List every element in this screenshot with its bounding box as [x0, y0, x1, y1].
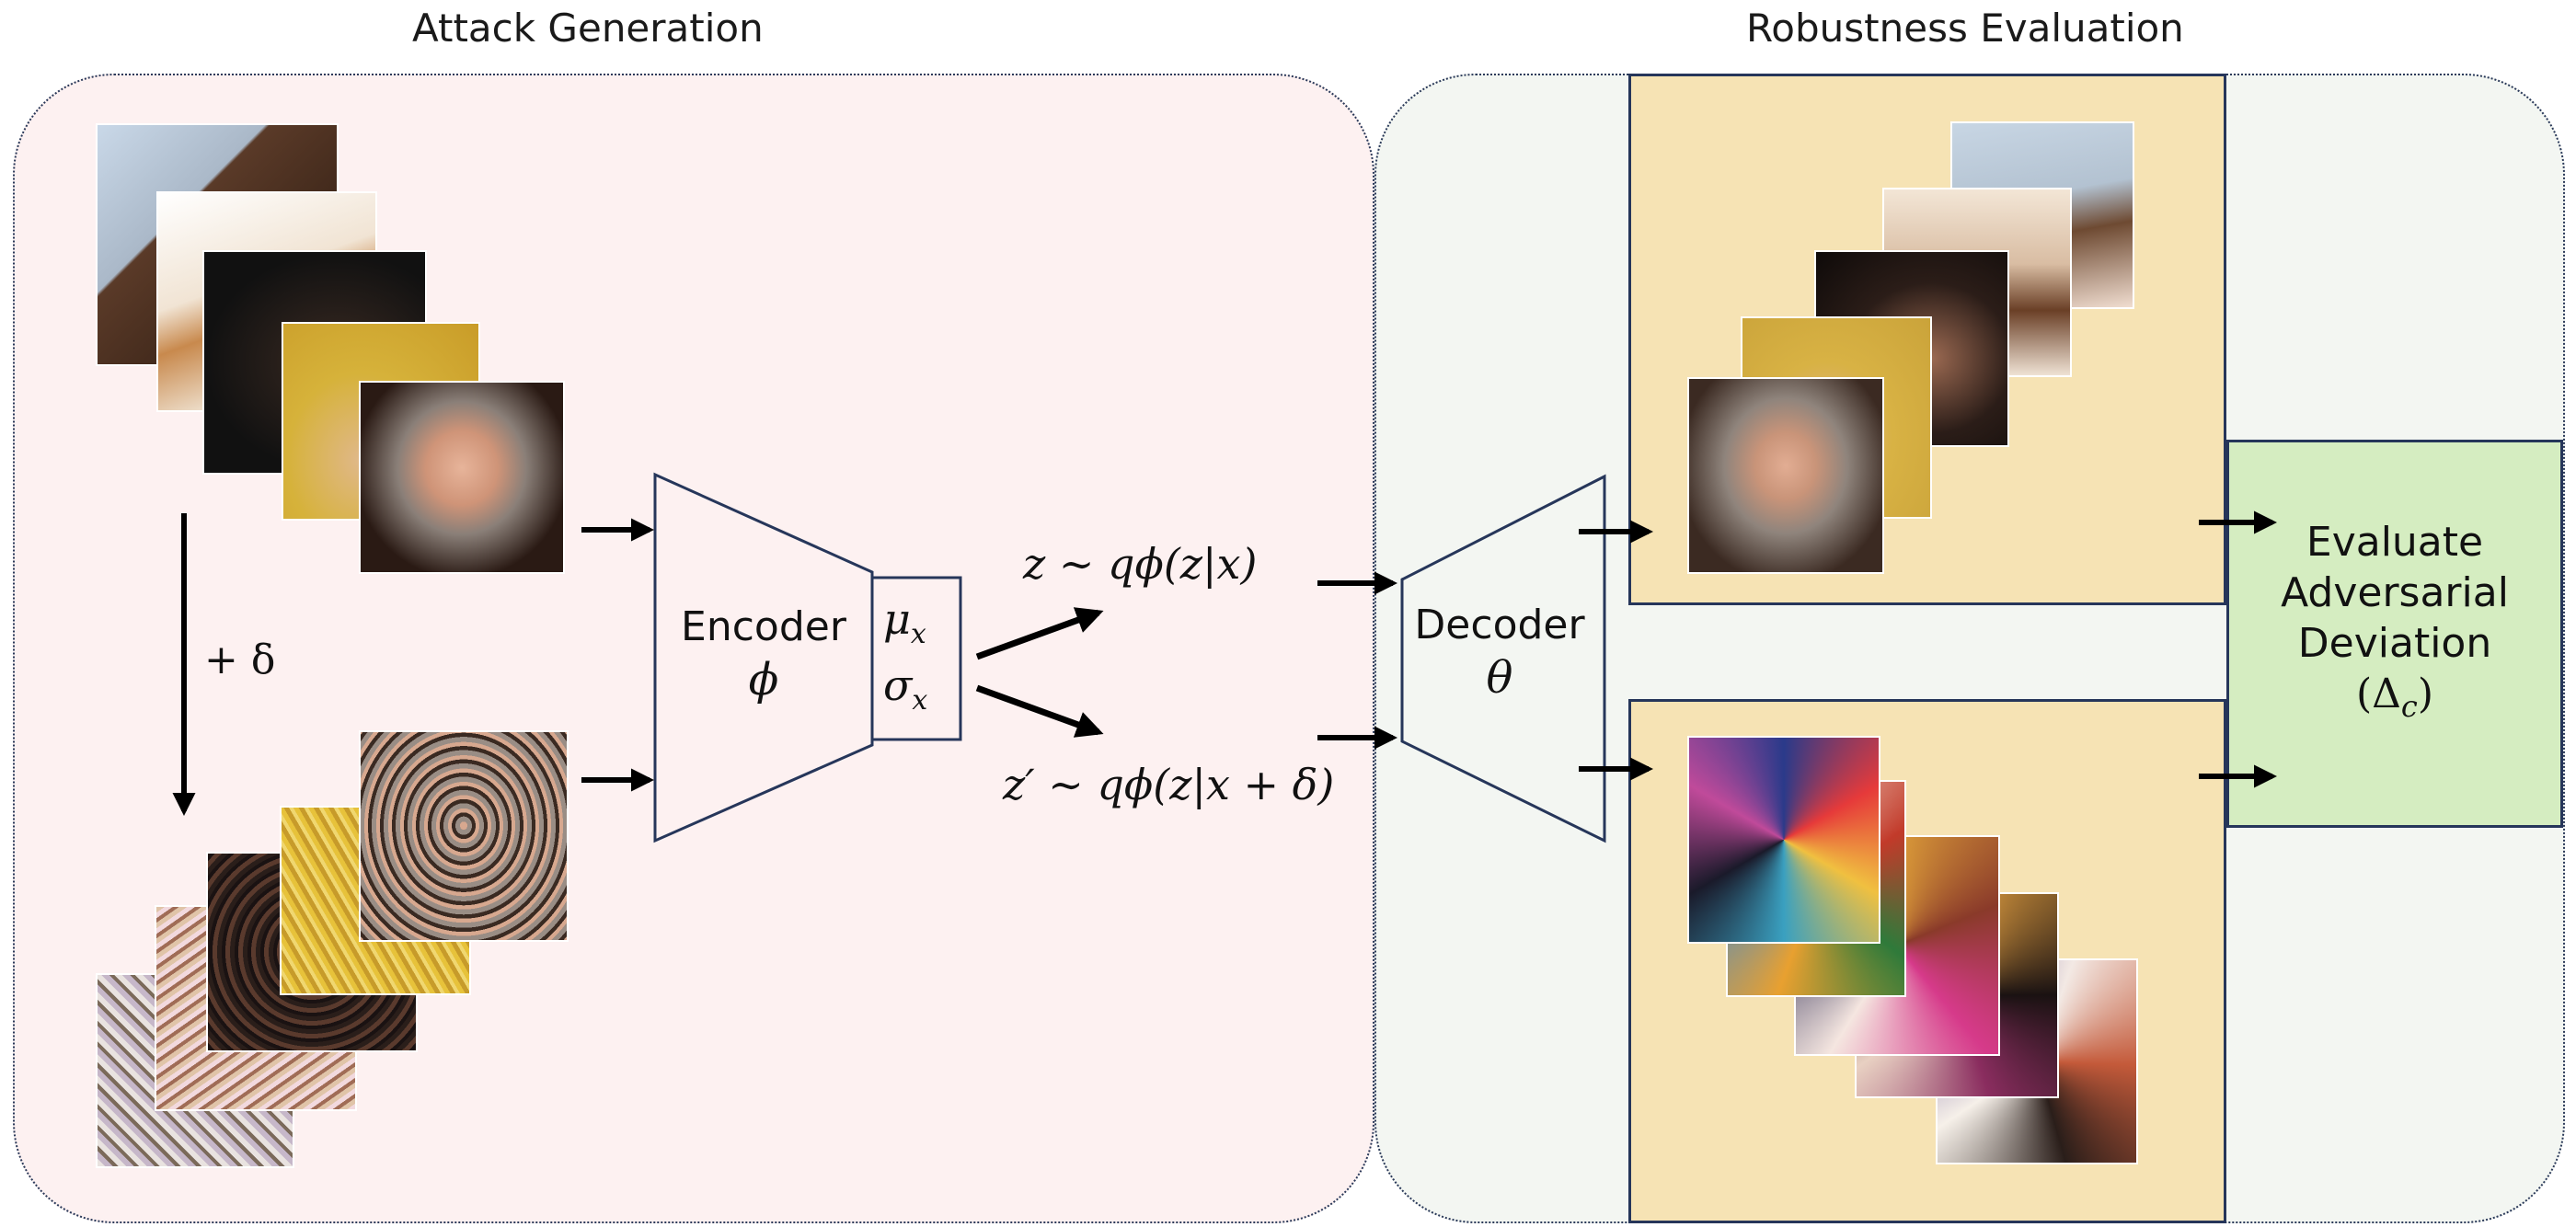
latent-box — [870, 576, 962, 741]
eval-line-3: Deviation — [2297, 620, 2492, 667]
eval-line-2: Adversarial — [2281, 569, 2509, 616]
eval-symbol-close: ) — [2417, 671, 2434, 717]
latent-sigma-symbol: σ — [883, 660, 913, 710]
sample-clean-arrow — [975, 607, 1104, 660]
adversarial-sample-label: z′ ∼ qϕ(z|x + δ) — [1003, 760, 1335, 809]
evaluate-deviation-box — [2226, 440, 2563, 828]
evaluate-deviation-label: Evaluate Adversarial Deviation (Δc) — [2226, 517, 2563, 725]
latent-mu: μx — [883, 594, 926, 650]
robustness-evaluation-title: Robustness Evaluation — [1746, 6, 2184, 51]
attack-generation-title: Attack Generation — [412, 6, 764, 51]
clean-face-5 — [359, 381, 565, 574]
latent-mu-sub: x — [910, 618, 926, 651]
decoder-label: Decoder θ — [1398, 600, 1601, 705]
sample-adv-arrow — [975, 684, 1104, 738]
adv-recon-face-5 — [1687, 736, 1880, 944]
encoder-name: Encoder — [681, 603, 846, 650]
encoder-label: Encoder ϕ — [655, 602, 872, 707]
clean-sample-label: z ∼ qϕ(z|x) — [1023, 539, 1258, 589]
recon-face-5 — [1687, 377, 1884, 574]
decoder-param: θ — [1486, 652, 1513, 704]
eval-symbol: (Δc) — [2226, 669, 2563, 725]
latent-sigma: σx — [883, 660, 927, 717]
decoder-name: Decoder — [1414, 602, 1585, 648]
encoder-trapezoid — [653, 472, 874, 843]
latent-sigma-sub: x — [912, 684, 928, 717]
eval-symbol-sub: c — [2400, 688, 2418, 724]
eval-line-1: Evaluate — [2306, 519, 2484, 566]
adv-face-5 — [359, 730, 569, 942]
eval-symbol-delta: (Δ — [2355, 671, 2401, 717]
latent-mu-symbol: μ — [883, 594, 911, 644]
encoder-param: ϕ — [748, 654, 779, 705]
perturbation-label: + δ — [204, 636, 276, 683]
decoder-trapezoid — [1400, 474, 1606, 843]
